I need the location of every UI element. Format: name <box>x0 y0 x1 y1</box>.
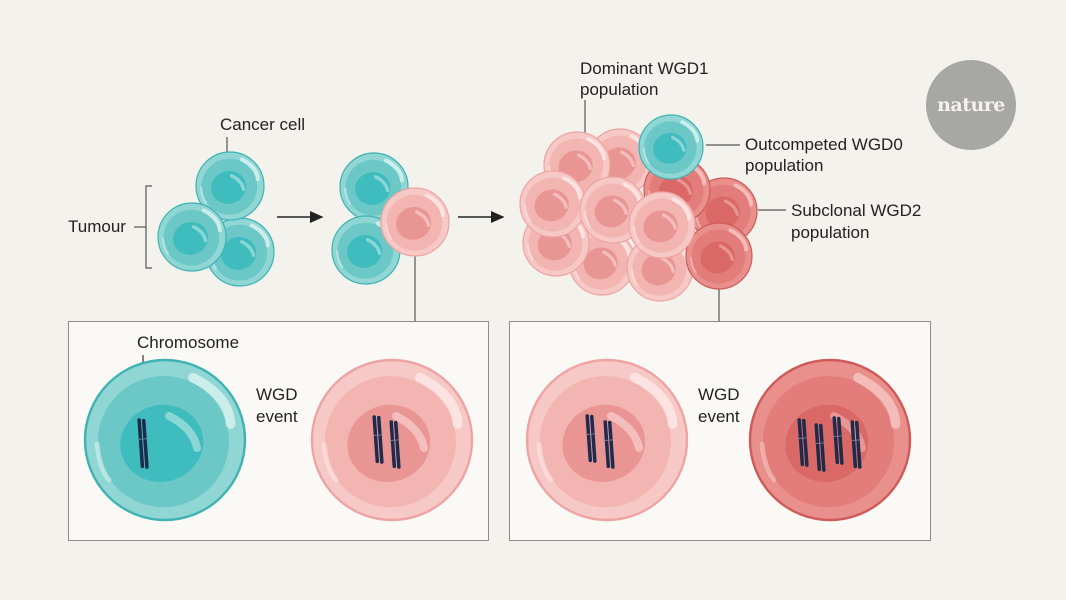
big-cell-wgd1 <box>310 358 474 522</box>
label-dominant-1: Dominant WGD1 <box>580 59 709 78</box>
chromosome-icon <box>832 416 844 465</box>
chromosome-icon <box>389 420 401 469</box>
wgd0-cell <box>638 114 704 180</box>
chromosome-icon <box>372 415 384 464</box>
cancer-cell <box>195 151 265 221</box>
big-cell-wgd1-second <box>525 358 689 522</box>
label-tumour: Tumour <box>68 217 126 236</box>
wgd1-cell <box>628 191 696 259</box>
cancer-cell <box>157 202 227 272</box>
chromosome-icon <box>603 420 615 469</box>
label-cancer-cell: Cancer cell <box>220 115 306 134</box>
label-wgd-event-2a: WGD <box>698 385 740 404</box>
chromosome-icon <box>850 420 862 469</box>
label-outcompeted-2: population <box>745 156 824 175</box>
label-chromosome: Chromosome <box>137 333 240 352</box>
label-wgd-event-1a: WGD <box>256 385 298 404</box>
label-wgd-event-2b: event <box>698 407 740 426</box>
big-cell-diploid <box>83 358 247 522</box>
label-subclonal-1: Subclonal WGD2 <box>791 201 922 220</box>
chromosome-icon <box>585 414 597 463</box>
nature-logo: nature <box>926 60 1016 150</box>
logo-text: nature <box>937 94 1005 116</box>
big-cell-wgd2 <box>748 358 912 522</box>
label-subclonal-2: population <box>791 223 870 242</box>
chromosome-icon <box>137 418 149 469</box>
label-wgd-event-1b: event <box>256 407 298 426</box>
wgd1-cell <box>519 170 587 238</box>
chromosome-icon <box>797 418 809 467</box>
label-dominant-2: population <box>580 80 659 99</box>
label-outcompeted-1: Outcompeted WGD0 <box>745 135 903 154</box>
wgd2-cell <box>685 222 753 290</box>
chromosome-icon <box>814 423 826 472</box>
wgd1-cell <box>380 187 450 257</box>
